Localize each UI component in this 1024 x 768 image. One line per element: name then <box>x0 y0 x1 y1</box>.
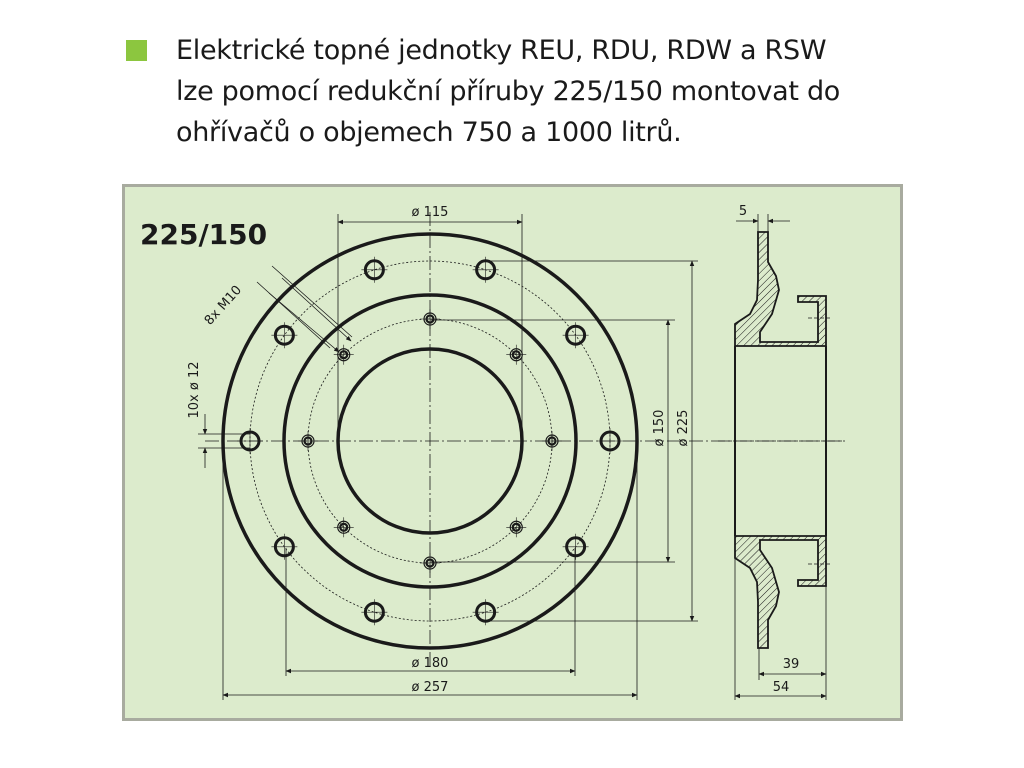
outer-hole-cross <box>562 322 589 349</box>
dim-180-label: ø 180 <box>412 656 449 671</box>
outer-hole-cross <box>361 599 388 626</box>
bullet-square <box>126 40 147 61</box>
outer-hole-cross <box>562 533 589 560</box>
inner-thread-cross <box>333 344 354 365</box>
dim-39-label: 39 <box>783 657 800 672</box>
inner-thread-cross <box>333 517 354 538</box>
side-profile-bottom <box>734 535 827 649</box>
intro-line-2: lze pomocí redukční příruby 225/150 mont… <box>176 76 841 107</box>
outer-hole-cross <box>237 428 263 454</box>
dim-threads-leader-b <box>271 265 353 338</box>
flange-middle-ring <box>282 293 578 589</box>
dim-115-label: ø 115 <box>412 205 449 220</box>
outer-holes <box>237 256 623 626</box>
outer-hole-cross <box>271 533 298 560</box>
inner-thread-cross <box>298 431 318 451</box>
front-view <box>198 212 845 700</box>
outer-hole-cross <box>271 322 298 349</box>
inner-thread-cross <box>506 344 527 365</box>
threads-label: 8x M10 <box>202 283 245 329</box>
dim-150-label: ø 150 <box>652 410 667 447</box>
intro-paragraph: Elektrické topné jednotky REU, RDU, RDW … <box>176 30 996 153</box>
inner-thread-cross <box>506 517 527 538</box>
inner-threads <box>298 309 562 573</box>
side-view <box>718 214 842 700</box>
dim-threads-arrow-a <box>268 292 340 353</box>
dim-225-label: ø 225 <box>676 410 691 447</box>
intro-line-3: ohřívačů o objemech 750 a 1000 litrů. <box>176 117 682 148</box>
outer-hole-cross <box>361 256 388 283</box>
dim-5-label: 5 <box>739 204 747 219</box>
intro-line-1: Elektrické topné jednotky REU, RDU, RDW … <box>176 35 827 66</box>
inner-thread-cross <box>420 309 440 329</box>
holes-label: 10x ø 12 <box>187 362 202 419</box>
drawing-title: 225/150 <box>140 218 267 251</box>
inner-thread-cross <box>420 553 440 573</box>
drawing-panel: 225/150 <box>122 184 903 721</box>
side-profile-top <box>734 231 827 347</box>
outer-hole-cross <box>597 428 623 454</box>
inner-thread-cross <box>542 431 562 451</box>
dim-257-label: ø 257 <box>412 680 449 695</box>
dim-54-label: 54 <box>773 680 790 695</box>
flange-drawing: 225/150 <box>140 204 845 700</box>
dim-threads-arrow-b <box>281 277 352 342</box>
